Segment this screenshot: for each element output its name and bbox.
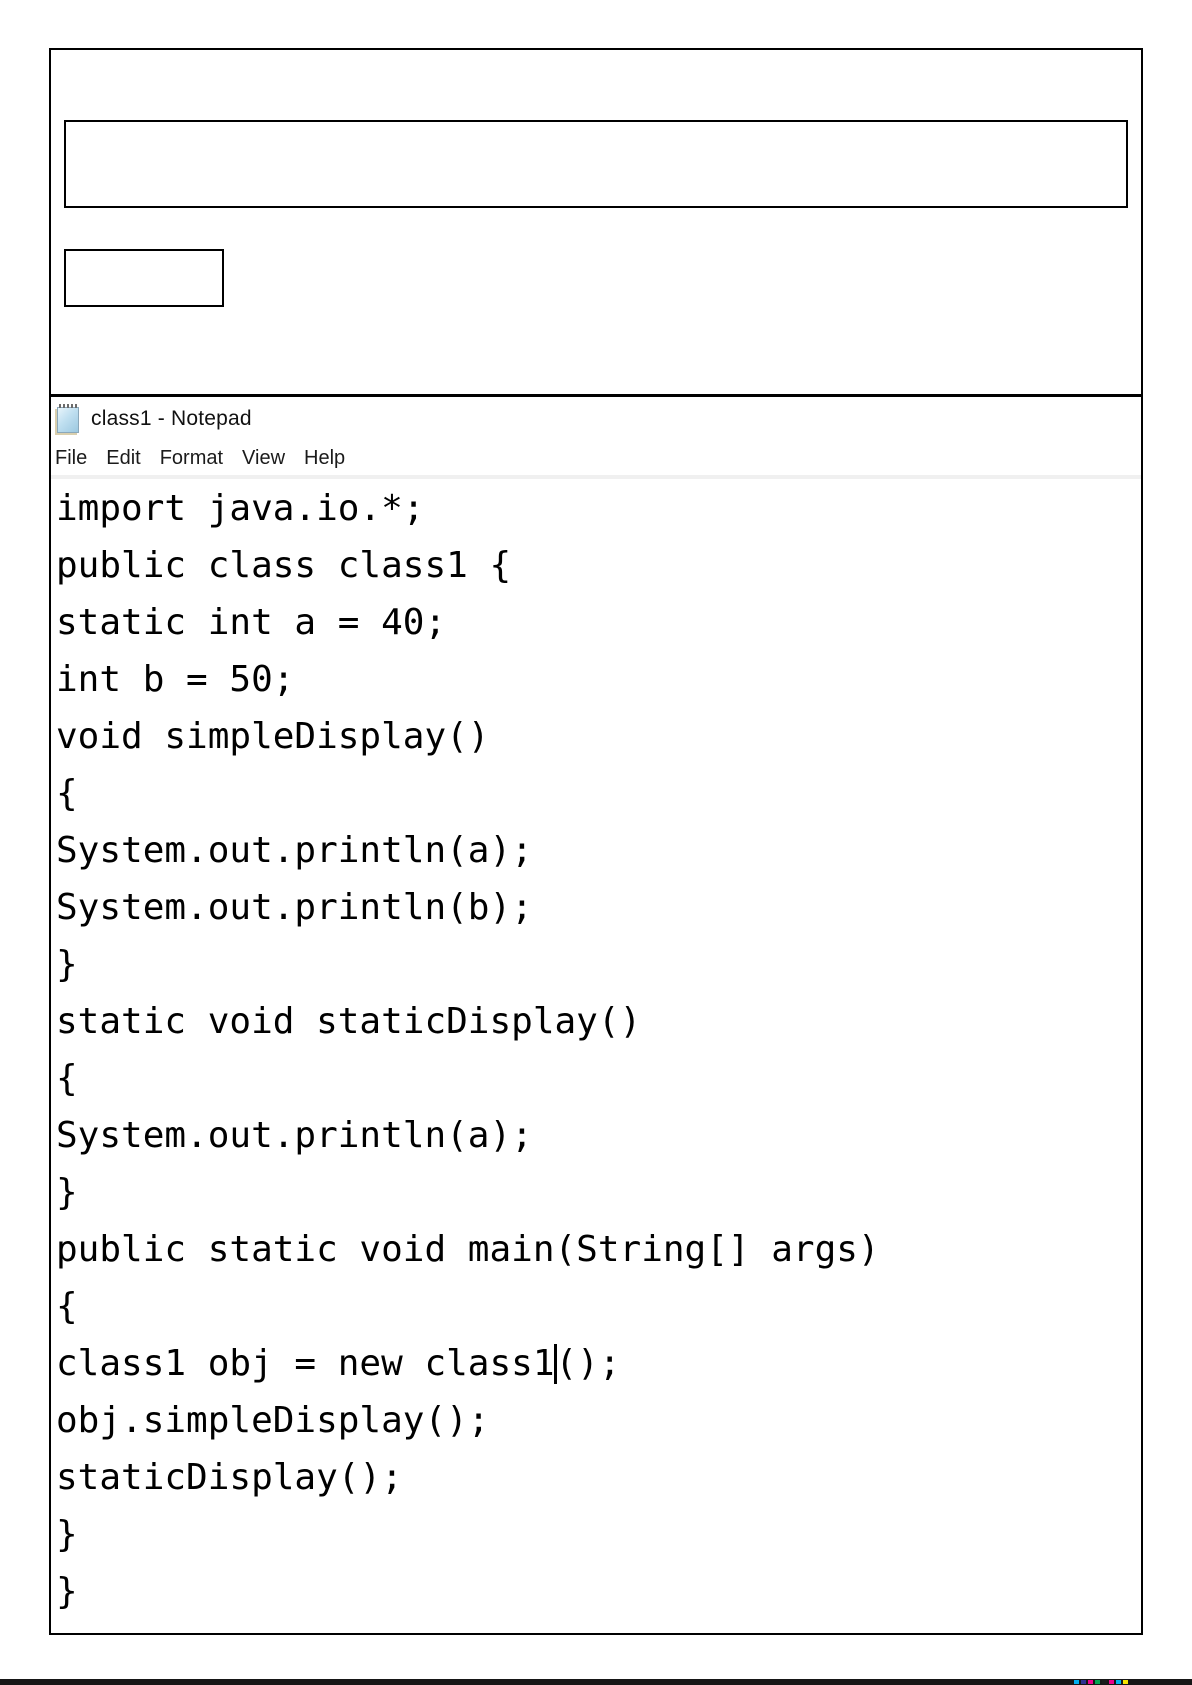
code-line: System.out.println(a); xyxy=(56,830,533,871)
menu-item-file[interactable]: File xyxy=(55,446,88,469)
code-editor[interactable]: import java.io.*; public class class1 { st… xyxy=(51,479,1141,1620)
code-line: } xyxy=(56,1514,78,1555)
print-mark xyxy=(1123,1680,1128,1684)
menu-item-help[interactable]: Help xyxy=(304,446,346,469)
print-mark xyxy=(1074,1680,1079,1684)
code-line: int b = 50; xyxy=(56,659,295,700)
code-line: public static void main(String[] args) xyxy=(56,1229,880,1270)
code-line: { xyxy=(56,1058,78,1099)
empty-box-small xyxy=(64,249,224,307)
code-line: System.out.println(b); xyxy=(56,887,533,928)
code-line: import java.io.*; xyxy=(56,488,425,529)
print-mark xyxy=(1102,1680,1107,1684)
code-line: } xyxy=(56,1172,78,1213)
print-mark xyxy=(1095,1680,1100,1684)
print-mark xyxy=(1109,1680,1114,1684)
window-title: class1 - Notepad xyxy=(91,407,252,430)
menu-separator xyxy=(51,475,1141,479)
print-mark xyxy=(1081,1680,1086,1684)
code-line: } xyxy=(56,1571,78,1612)
code-line: static int a = 40; xyxy=(56,602,447,643)
notepad-menubar: File Edit Format View Help xyxy=(51,441,1141,475)
code-line: staticDisplay(); xyxy=(56,1457,403,1498)
menu-item-format[interactable]: Format xyxy=(159,446,224,469)
code-line: void simpleDisplay() xyxy=(56,716,490,757)
print-mark xyxy=(1088,1680,1093,1684)
code-line: { xyxy=(56,773,78,814)
code-line: obj.simpleDisplay(); xyxy=(56,1400,490,1441)
text-caret xyxy=(553,1344,557,1384)
code-line: class1 obj = new class1(); xyxy=(56,1343,621,1384)
menu-item-edit[interactable]: Edit xyxy=(106,446,141,469)
menu-item-view[interactable]: View xyxy=(242,446,286,469)
bottom-rule xyxy=(0,1679,1192,1685)
empty-box-wide xyxy=(64,120,1128,208)
code-line: } xyxy=(56,944,78,985)
notepad-titlebar: class1 - Notepad xyxy=(51,397,1141,441)
notepad-icon xyxy=(57,404,79,433)
code-line: { xyxy=(56,1286,78,1327)
code-line: static void staticDisplay() xyxy=(56,1001,642,1042)
code-line: public class class1 { xyxy=(56,545,512,586)
print-mark xyxy=(1116,1680,1121,1684)
code-line: System.out.println(a); xyxy=(56,1115,533,1156)
